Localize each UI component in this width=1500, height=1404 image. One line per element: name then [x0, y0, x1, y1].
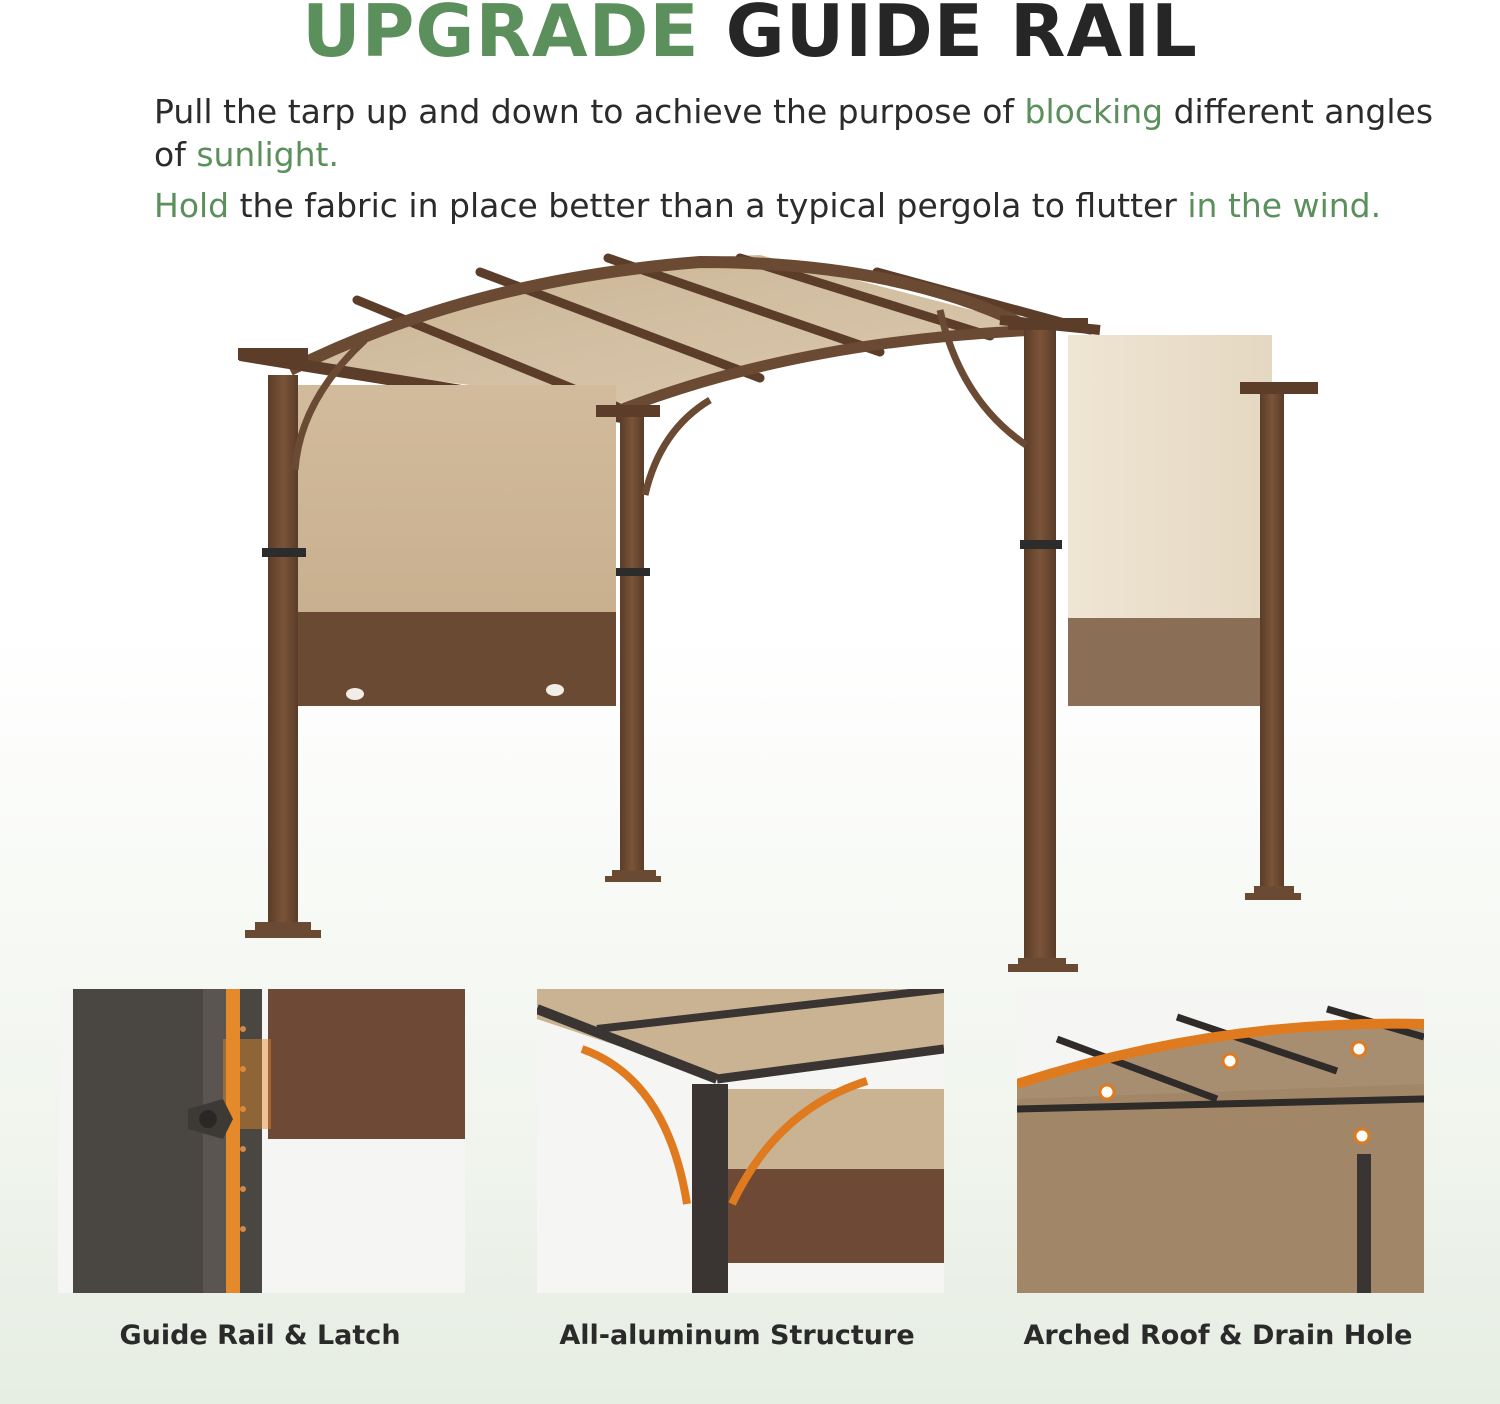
- title-rest: GUIDE RAIL: [725, 0, 1198, 73]
- desc1-part1: Pull the tarp up and down to achieve the…: [154, 92, 1025, 131]
- pergola-illustration: [238, 253, 1318, 972]
- feature-caption-aluminum-structure: All-aluminum Structure: [559, 1320, 915, 1351]
- desc2-highlight-hold: Hold: [154, 186, 230, 225]
- feature-caption-arched-roof: Arched Roof & Drain Hole: [1023, 1320, 1413, 1351]
- desc1-part2: different angles of: [154, 92, 1434, 174]
- right-shade-band: [1068, 618, 1272, 706]
- feature-image-guide-rail: [58, 989, 465, 1293]
- feature-image-arched-roof: [1017, 989, 1424, 1293]
- desc1-highlight-blocking: blocking: [1024, 92, 1164, 131]
- left-shade-band: [298, 612, 616, 706]
- description-line-2: Hold the fabric in place better than a t…: [154, 184, 1454, 227]
- post-rear-left: [620, 415, 644, 875]
- brace-curves: [291, 309, 1028, 496]
- left-shade-panel: [298, 385, 616, 613]
- post-bases: [245, 870, 1301, 972]
- desc2-part1: the fabric in place better than a typica…: [229, 186, 1188, 225]
- post-straps: [262, 540, 1062, 576]
- post-front-right: [1024, 330, 1056, 960]
- post-rear-right: [1260, 390, 1284, 890]
- feature-image-aluminum-structure: [537, 989, 944, 1293]
- front-arch-beam: [287, 255, 1033, 376]
- desc2-highlight-wind: in the wind.: [1187, 186, 1382, 225]
- right-shade-panel: [1068, 335, 1272, 620]
- desc1-highlight-sunlight: sunlight.: [196, 135, 339, 174]
- feature-caption-guide-rail: Guide Rail & Latch: [119, 1320, 401, 1351]
- description-line-1: Pull the tarp up and down to achieve the…: [154, 90, 1454, 176]
- rear-arch-beam: [618, 324, 1041, 416]
- post-caps: [238, 318, 1318, 417]
- title-highlight: UPGRADE: [302, 0, 700, 73]
- page-title: UPGRADE GUIDE RAIL: [0, 0, 1500, 76]
